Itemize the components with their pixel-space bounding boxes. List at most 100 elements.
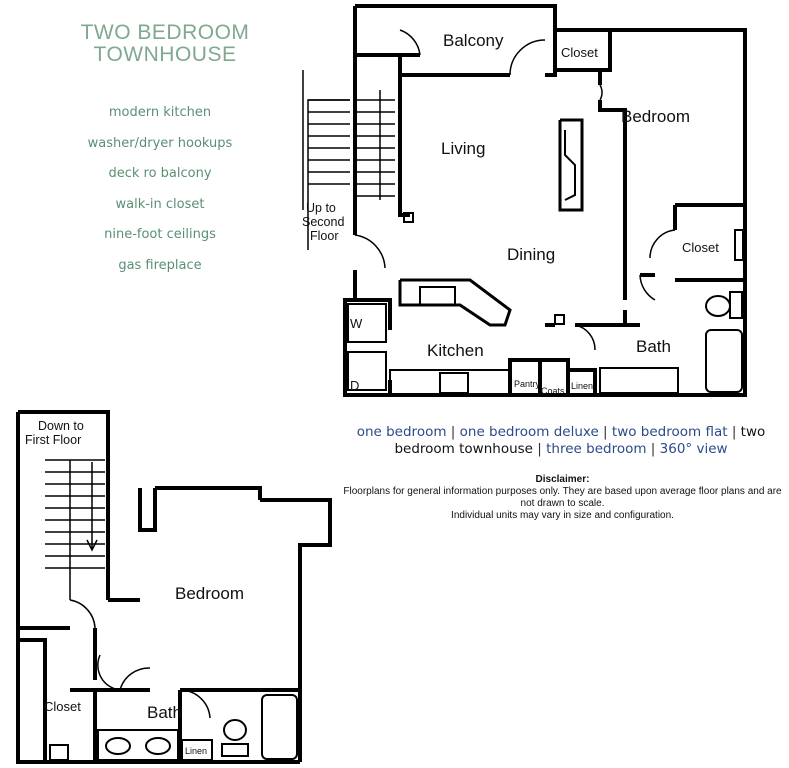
- washer: [347, 303, 387, 343]
- wall: [575, 310, 627, 327]
- feature-item: deck ro balcony: [108, 166, 212, 181]
- wall: [155, 486, 262, 500]
- plan-title-line1: TWO BEDROOM: [80, 21, 250, 44]
- door-swing: [179, 689, 211, 719]
- plan-title-line2: TOWNHOUSE: [93, 43, 237, 66]
- sink: [105, 737, 131, 755]
- room-label-dining: Dining: [507, 245, 555, 264]
- column: [554, 314, 565, 325]
- toilet: [223, 719, 247, 741]
- wall: [138, 488, 157, 532]
- wall: [353, 6, 400, 57]
- door-swing: [97, 654, 121, 691]
- wall: [343, 205, 747, 397]
- disclaimer-heading: Disclaimer:: [535, 474, 590, 485]
- linen: [181, 739, 213, 761]
- feature-item: walk-in closet: [115, 196, 205, 212]
- wall: [568, 368, 597, 395]
- stairs-label: Up to: [306, 201, 336, 215]
- kitchen-counter: [398, 278, 512, 327]
- stairs-label: First Floor: [25, 433, 81, 447]
- sink: [419, 286, 456, 306]
- plan-title: TWO BEDROOM TOWNHOUSE: [60, 22, 270, 66]
- wall: [355, 4, 557, 30]
- vanity: [599, 367, 679, 394]
- link-separator: |: [532, 441, 547, 457]
- stairs-label: Second: [302, 215, 344, 229]
- link-separator: |: [446, 424, 460, 440]
- sink: [145, 737, 171, 755]
- wall: [398, 53, 420, 75]
- bathtub: [705, 329, 743, 393]
- toilet: [705, 295, 731, 317]
- wall: [260, 498, 332, 762]
- room-label-coats: Coats: [541, 386, 565, 396]
- wall: [18, 410, 110, 600]
- room-label-linen: Linen: [185, 746, 207, 756]
- appliance-label-washer: W: [350, 316, 363, 331]
- room-label-linen: Linen: [571, 381, 593, 391]
- wall: [555, 28, 747, 205]
- closet-interior: [49, 744, 69, 761]
- link-one-bedroom[interactable]: one bedroom: [356, 424, 447, 440]
- link-two-bedroom-flat[interactable]: two bedroom flat: [611, 424, 728, 440]
- floorplan-links: one bedroom | one bedroom deluxe | two b…: [336, 424, 786, 458]
- bathtub: [261, 694, 298, 760]
- wall: [398, 75, 410, 217]
- wall: [540, 358, 570, 395]
- disclaimer-text: Floorplans for general information purpo…: [343, 486, 782, 509]
- appliance-label-dryer: D: [350, 378, 359, 393]
- dryer: [347, 351, 387, 391]
- room-label-closet: Closet: [561, 45, 598, 60]
- link-360-view[interactable]: 360° view: [659, 441, 728, 457]
- door-swing: [574, 324, 596, 351]
- feature-item: gas fireplace: [118, 257, 202, 273]
- stairs-label: Down to: [38, 419, 84, 433]
- wall: [16, 412, 300, 764]
- toilet-tank: [729, 291, 743, 319]
- wall: [508, 358, 542, 395]
- range: [439, 372, 469, 394]
- feature-item: washer/dryer hookups: [87, 135, 233, 151]
- room-label-bath: Bath: [636, 337, 671, 356]
- wall: [598, 100, 627, 300]
- link-three-bedroom[interactable]: three bedroom: [546, 441, 647, 457]
- door-swing: [354, 234, 386, 269]
- link-separator: |: [646, 441, 660, 457]
- door-swing: [119, 667, 151, 691]
- link-one-bedroom-deluxe[interactable]: one bedroom deluxe: [459, 424, 599, 440]
- fireplace: [564, 130, 576, 201]
- room-label-kitchen: Kitchen: [427, 341, 484, 360]
- room-label-bedroom: Bedroom: [621, 107, 690, 126]
- stairs-up: [302, 70, 395, 250]
- door-swing: [69, 599, 96, 629]
- wall: [545, 70, 557, 77]
- room-label-bedroom: Bedroom: [175, 584, 244, 603]
- fireplace: [558, 118, 584, 212]
- stairs-label: Floor: [310, 229, 338, 243]
- vanity: [97, 729, 179, 761]
- link-separator: |: [598, 424, 612, 440]
- wall: [553, 30, 612, 72]
- stairs-down: [45, 459, 105, 600]
- link-separator: |: [727, 424, 741, 440]
- door-swing: [639, 274, 656, 301]
- disclaimer: Disclaimer: Floorplans for general infor…: [340, 474, 785, 522]
- room-label-bath: Bath: [147, 703, 182, 722]
- room-label-closet: Closet: [682, 240, 719, 255]
- closet-shelf: [734, 229, 744, 261]
- feature-item: nine-foot ceilings: [104, 227, 216, 242]
- disclaimer-text: Individual units may vary in size and co…: [451, 510, 674, 521]
- second-floor-plan: [16, 410, 332, 764]
- column: [403, 212, 414, 223]
- room-label-pantry: Pantry: [514, 379, 541, 389]
- door-swing: [399, 29, 421, 56]
- room-label-closet: Closet: [44, 699, 81, 714]
- door-swing: [649, 229, 676, 259]
- door-swing: [599, 84, 603, 101]
- room-label-living: Living: [441, 139, 485, 158]
- first-floor-plan: [343, 4, 747, 397]
- feature-item: modern kitchen: [108, 105, 212, 120]
- toilet-tank: [221, 743, 249, 757]
